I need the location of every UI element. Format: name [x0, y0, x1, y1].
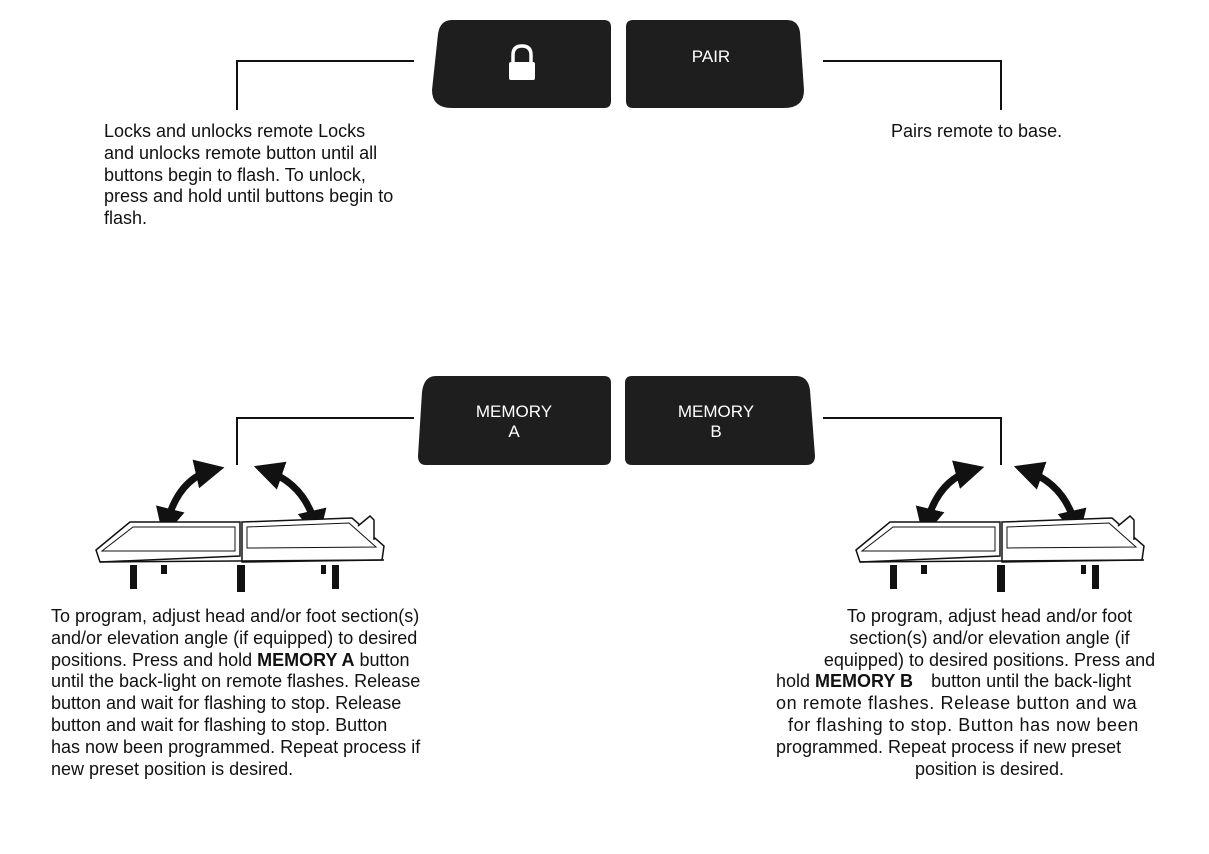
memory-b-description-line: on remote flashes. Release button and wa: [776, 693, 1138, 714]
memory-b-description-line: equipped) to desired positions. Press an…: [823, 649, 1156, 670]
memory-a-description-line: has now been programmed. Repeat process …: [51, 736, 421, 757]
memory-a-description-line: and/or elevation angle (if equipped) to …: [51, 627, 418, 648]
memory-a-description-line: positions. Press and hold MEMORY A butto…: [51, 650, 501, 672]
memory-a-description-line: To program, adjust head and/or foot sect…: [51, 606, 420, 626]
memory-b-button[interactable]: [625, 376, 815, 465]
memory-b-text: button until the back-light: [931, 671, 1132, 692]
lock-description: Locks and unlocks remote Locks and unloc…: [104, 121, 464, 230]
memory-a-description-line: new preset position is desired.: [51, 758, 294, 779]
memory-a-button-label: MEMORY A: [475, 402, 553, 441]
memory-a-description-line: button and wait for flashing to stop. Re…: [51, 693, 402, 714]
memory-a-text: positions. Press and hold: [51, 649, 258, 670]
pair-description: Pairs remote to base.: [891, 121, 1063, 141]
lock-callout-line: [236, 60, 414, 110]
memory-a-emphasis: MEMORY A: [257, 649, 355, 670]
memory-b-callout-line: [823, 417, 1002, 465]
memory-a-button[interactable]: [418, 376, 611, 465]
memory-a-description-line: button and wait for flashing to stop. Bu…: [51, 714, 388, 735]
memory-b-description-line: To program, adjust head and/or foot: [846, 606, 1133, 626]
memory-a-callout-line: [236, 417, 414, 465]
memory-b-button-label: MEMORY B: [677, 402, 755, 441]
pair-callout-line: [823, 60, 1002, 110]
lock-description-line: press and hold until buttons begin to: [104, 186, 394, 207]
memory-b-description-line: position is desired.: [914, 758, 1065, 779]
memory-a-description: To program, adjust head and/or foot sect…: [51, 606, 501, 780]
memory-b-emphasis: MEMORY B: [815, 671, 914, 692]
pair-button-label: PAIR: [691, 47, 731, 66]
adjustable-bed-illustration-right: [855, 460, 1145, 592]
lock-description-line: Locks and unlocks remote Locks: [104, 121, 366, 141]
lock-description-line: buttons begin to flash. To unlock,: [104, 164, 366, 185]
lock-description-line: flash.: [104, 208, 148, 229]
memory-a-description-line: until the back-light on remote flashes. …: [51, 671, 421, 692]
memory-a-text: button: [354, 649, 410, 670]
padlock-icon: [509, 44, 535, 80]
adjustable-bed-illustration-left: [95, 459, 385, 592]
lock-description-line: and unlocks remote button until all: [104, 142, 378, 163]
memory-b-description-line: section(s) and/or elevation angle (if: [849, 627, 1130, 648]
pair-button[interactable]: [626, 20, 804, 108]
memory-b-description-line: for flashing to stop. Button has now bee…: [788, 714, 1139, 735]
memory-b-description-line: programmed. Repeat process if new preset: [776, 736, 1122, 757]
memory-b-description: To program, adjust head and/or foot sect…: [770, 606, 1209, 780]
memory-b-description-line: hold MEMORY B button until the back-light: [770, 671, 1209, 693]
memory-b-text: hold: [776, 671, 816, 692]
